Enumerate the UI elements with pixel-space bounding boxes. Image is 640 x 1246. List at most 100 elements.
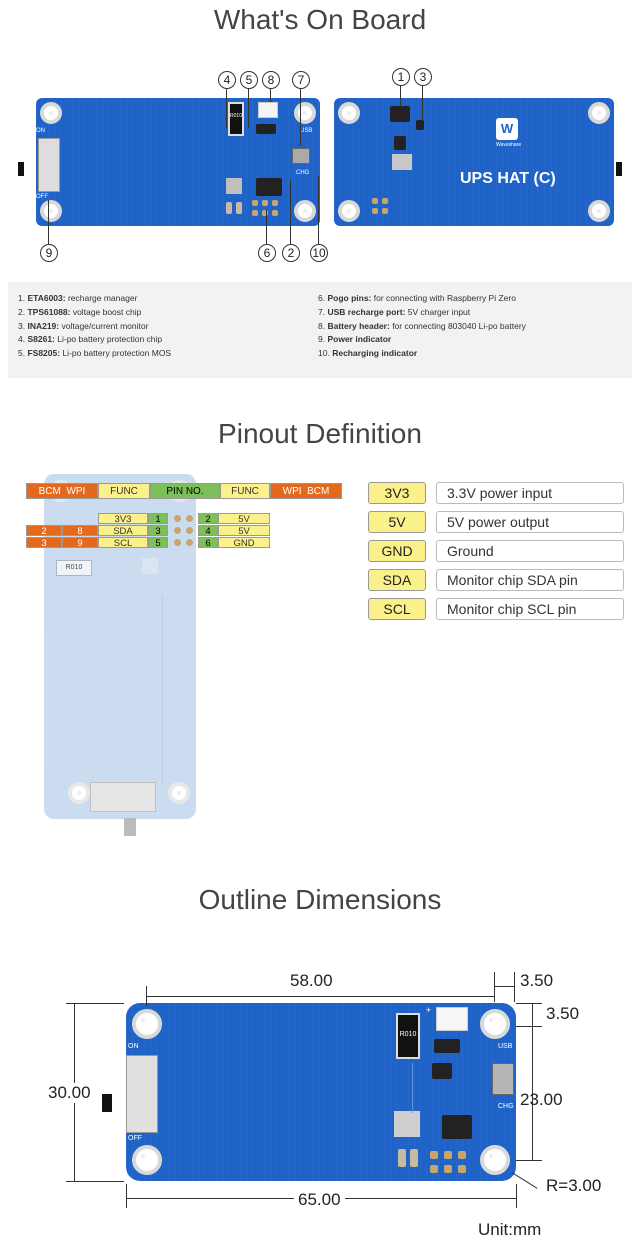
- pin-definition-row: 3V3 3.3V power input: [368, 482, 624, 504]
- faded-trace: [162, 596, 163, 786]
- pin-func-right: 5V: [218, 525, 270, 537]
- pogo-pin: [444, 1165, 452, 1173]
- leader-line: [400, 85, 401, 107]
- mounting-hole: [338, 200, 360, 222]
- mounting-hole: [68, 782, 90, 804]
- switch-knob[interactable]: [616, 162, 622, 176]
- pin-number-left: 5: [148, 537, 168, 549]
- faded-inductor: [142, 558, 158, 574]
- inductor: [392, 154, 412, 170]
- battery-header[interactable]: [436, 1007, 468, 1031]
- dim-tick: [146, 986, 147, 1006]
- dim-line-58: [146, 996, 494, 997]
- dim-tick: [66, 1003, 124, 1004]
- pin-bcm-left: 3: [26, 537, 62, 549]
- switch-knob[interactable]: [18, 162, 24, 176]
- leader-line: [318, 176, 319, 244]
- pogo-pin: [174, 515, 181, 522]
- dim-tick: [516, 1003, 542, 1004]
- pogo-pin: [382, 208, 388, 214]
- legend-right-column: 6. Pogo pins: for connecting with Raspbe…: [318, 292, 526, 361]
- callout-6: 6: [258, 244, 276, 262]
- capacitor: [410, 1149, 418, 1167]
- leader-line: [226, 88, 227, 128]
- leader-line: [248, 88, 249, 128]
- dim-label-58: 58.00: [290, 971, 333, 990]
- pin-description: Monitor chip SDA pin: [436, 569, 624, 591]
- capacitor: [398, 1149, 406, 1167]
- mounting-hole: [294, 102, 316, 124]
- board-back: W Waveshare UPS HAT (C): [334, 98, 614, 226]
- pin-name: SCL: [368, 598, 426, 620]
- chg-label: CHG: [296, 170, 310, 176]
- inductor: [226, 178, 242, 194]
- plus-label: +: [426, 1005, 432, 1015]
- pin-number-right: 6: [198, 537, 218, 549]
- pogo-pin: [186, 515, 193, 522]
- pin-definition-row: GND Ground: [368, 540, 624, 562]
- power-switch[interactable]: [126, 1055, 158, 1133]
- pogo-pin: [262, 210, 268, 216]
- usb-port[interactable]: [492, 1063, 514, 1095]
- waveshare-logo-icon: W: [496, 118, 518, 140]
- power-switch[interactable]: [38, 138, 60, 192]
- leader-line: [422, 85, 423, 121]
- product-label: UPS HAT (C): [460, 170, 556, 187]
- callout-9: 9: [40, 244, 58, 262]
- pin-number-left: 3: [148, 525, 168, 537]
- pin-name: SDA: [368, 569, 426, 591]
- pin-name: 5V: [368, 511, 426, 533]
- mounting-hole: [168, 782, 190, 804]
- faded-resistor: R010: [56, 560, 92, 576]
- header-func-left: FUNC: [98, 483, 150, 499]
- dim-line-23: [532, 1026, 533, 1160]
- header-wpi-bcm-right: WPI BCM: [270, 483, 342, 499]
- pogo-pin: [430, 1151, 438, 1159]
- pogo-pin: [272, 210, 278, 216]
- dim-tick: [66, 1181, 124, 1182]
- pogo-pin: [430, 1165, 438, 1173]
- legend-item: 7. USB recharge port: 5V charger input: [318, 306, 471, 317]
- inductor: [394, 1111, 420, 1137]
- switch-knob[interactable]: [102, 1094, 112, 1112]
- dim-tick: [494, 972, 495, 1002]
- mounting-hole: [132, 1145, 162, 1175]
- small-chip: [416, 120, 424, 130]
- usb-port[interactable]: [292, 148, 310, 164]
- mounting-hole: [480, 1009, 510, 1039]
- pogo-pin: [174, 539, 181, 546]
- component-legend: 1. ETA6003: recharge manager 2. TPS61088…: [8, 282, 632, 378]
- boost-chip: [442, 1115, 472, 1139]
- usb-label: USB: [300, 128, 313, 134]
- leader-line: [48, 200, 49, 244]
- pin-bcm-left: 2: [26, 525, 62, 537]
- battery-header[interactable]: [258, 102, 278, 118]
- pogo-pin: [444, 1151, 452, 1159]
- legend-item: 2. TPS61088: voltage boost chip: [18, 306, 142, 317]
- mounting-hole: [40, 102, 62, 124]
- callout-1: 1: [392, 68, 410, 86]
- pogo-pin: [174, 527, 181, 534]
- mounting-hole: [294, 200, 316, 222]
- pin-name: GND: [368, 540, 426, 562]
- mounting-hole: [338, 102, 360, 124]
- pogo-pin: [458, 1165, 466, 1173]
- off-label: OFF: [36, 194, 48, 200]
- header-func-right: FUNC: [220, 483, 270, 499]
- dim-tick: [514, 972, 515, 1002]
- callout-7: 7: [292, 71, 310, 89]
- board-section-title: What's On Board: [213, 4, 427, 35]
- header-pin-no: PIN NO.: [150, 483, 220, 499]
- board-front: ON OFF R010 USB CHG: [36, 98, 320, 226]
- faded-switch-knob: [124, 818, 136, 836]
- pogo-pin: [252, 210, 258, 216]
- faded-switch: [90, 782, 156, 812]
- pin-func-left: SCL: [98, 537, 148, 549]
- mounting-hole: [40, 200, 62, 222]
- leader-line: [300, 88, 301, 146]
- mounting-hole: [480, 1145, 510, 1175]
- capacitor: [236, 202, 242, 214]
- legend-item: 9. Power indicator: [318, 334, 392, 345]
- protection-chip: [434, 1039, 460, 1053]
- pin-wpi-left: 9: [62, 537, 98, 549]
